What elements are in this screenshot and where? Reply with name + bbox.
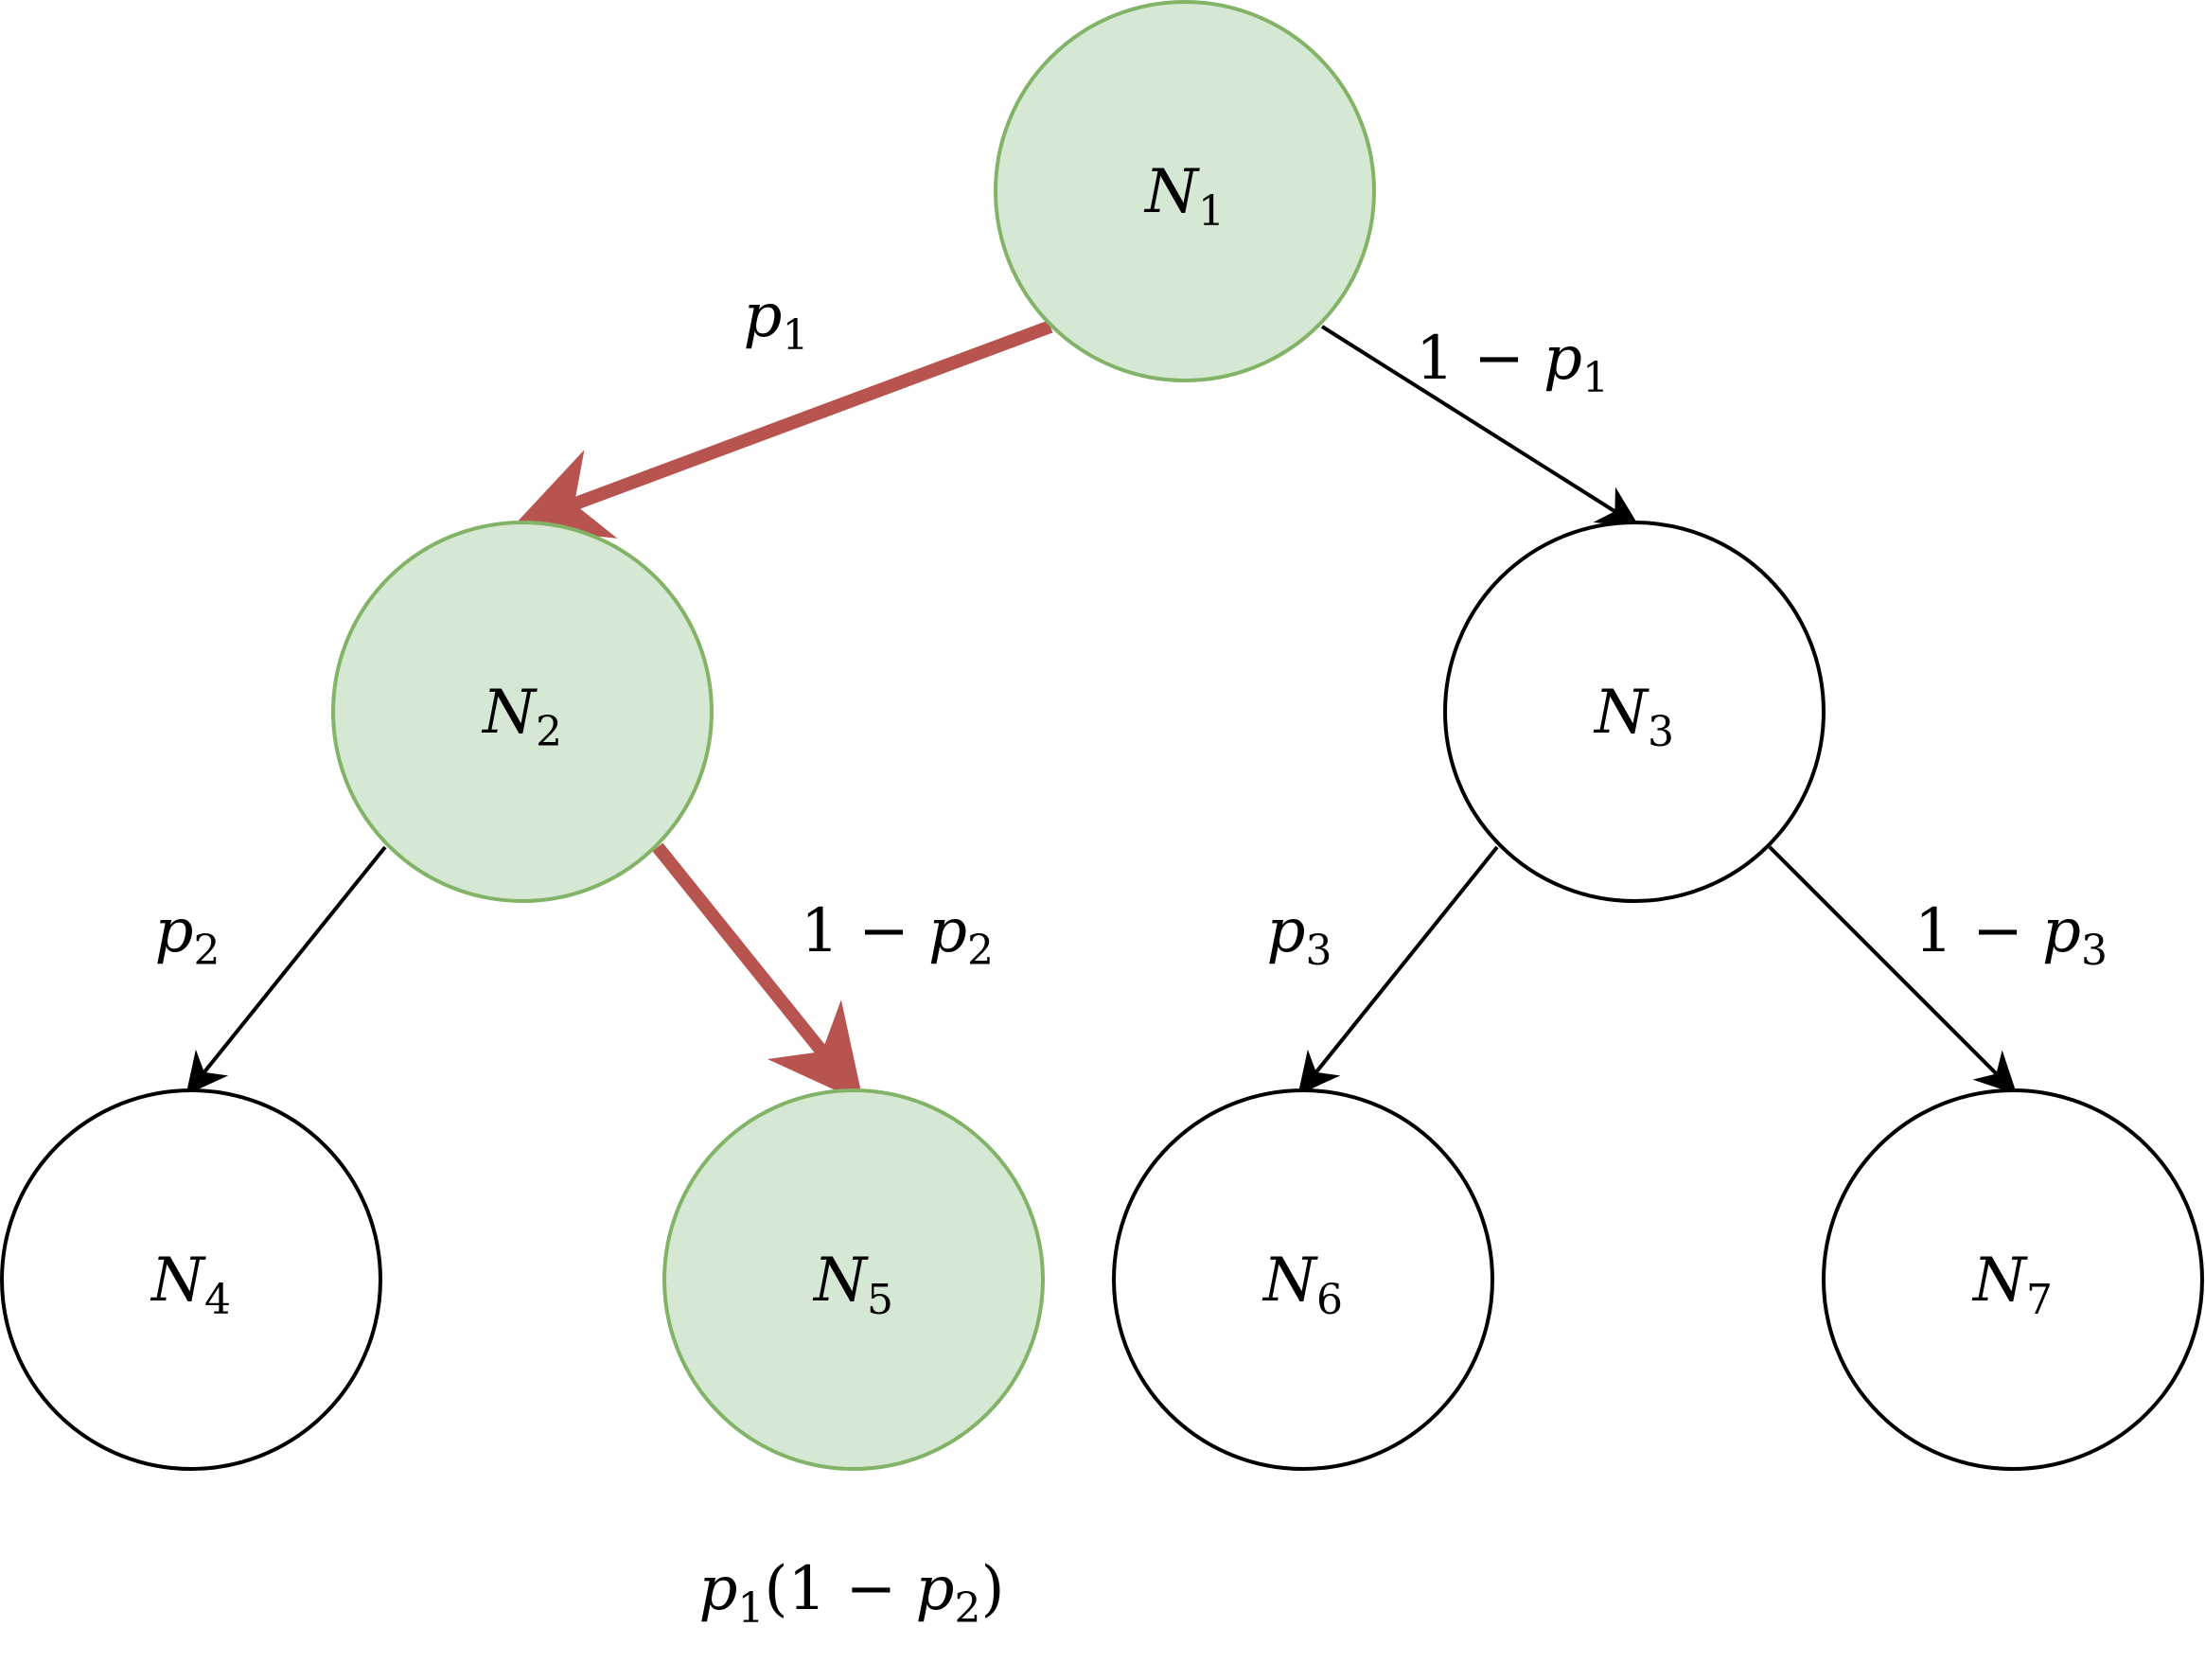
node-label-sub: 5 [867, 1276, 893, 1324]
node-label-var: N [812, 1246, 869, 1316]
path-prob-close: ) [980, 1554, 1004, 1624]
node-label-sub: 4 [204, 1276, 231, 1324]
edge-label-n3-n6: p3 [1267, 896, 1332, 975]
edge-label-prefix: 1 − [1416, 324, 1544, 394]
node-label-sub: 2 [536, 708, 562, 756]
edge-label-sub: 3 [2081, 927, 2108, 975]
node-circle-n5 [662, 1088, 1045, 1471]
node-circle-n7 [1822, 1088, 2204, 1471]
edge-label-var: p [928, 896, 967, 966]
edge-n3-n7 [1768, 845, 2018, 1095]
edge-n1-n3 [1320, 325, 1640, 527]
edge-label-n2-n5: 1 − p2 [801, 896, 994, 975]
node-n1: N1 [994, 0, 1376, 382]
node-label-sub: 6 [1316, 1276, 1343, 1324]
node-circle-n4 [0, 1088, 382, 1471]
node-n6: N6 [1112, 1088, 1494, 1471]
node-label-var: N [1143, 157, 1200, 227]
edge-label-sub: 1 [1582, 354, 1609, 402]
node-n4: N4 [0, 1088, 382, 1471]
path-prob-p2-var: p [916, 1554, 955, 1624]
edge-label-var: p [2042, 896, 2081, 966]
edge-label-sub: 2 [967, 927, 994, 975]
node-circle-n6 [1112, 1088, 1494, 1471]
edge-label-sub: 2 [193, 927, 220, 975]
path-prob-open: (1 − [765, 1554, 916, 1624]
node-label-sub: 3 [1648, 708, 1674, 756]
node-circle-n2 [331, 521, 714, 903]
node-label-var: N [1593, 678, 1649, 748]
node-label-n7: N7 [1971, 1246, 2053, 1324]
edge-label-prefix: 1 − [1914, 896, 2042, 966]
edge-label-sub: 3 [1305, 927, 1332, 975]
edge-label-n3-n7: 1 − p3 [1914, 896, 2108, 975]
edge-label-var: p [1544, 324, 1582, 394]
edge-n2-n4 [185, 845, 387, 1095]
node-n2: N2 [331, 521, 714, 903]
edge-n2-n5-highlighted [652, 842, 864, 1104]
node-label-n4: N4 [150, 1246, 231, 1324]
path-prob-p2-sub: 2 [954, 1584, 980, 1633]
node-label-sub: 1 [1198, 187, 1225, 236]
node-n3: N3 [1443, 521, 1826, 903]
path-prob-p1-sub: 1 [738, 1584, 765, 1633]
node-label-sub: 7 [2026, 1276, 2053, 1324]
edge-label-var: p [744, 281, 783, 351]
edge-label-n1-n2: p1 [744, 281, 809, 360]
node-n7: N7 [1822, 1088, 2204, 1471]
node-label-n3: N3 [1593, 678, 1674, 756]
path-probability-label: p1(1 − p2) [699, 1554, 1005, 1633]
node-label-var: N [1971, 1246, 2028, 1316]
path-prob-p1-var: p [699, 1554, 738, 1624]
node-label-n1: N1 [1143, 157, 1225, 236]
node-label-var: N [150, 1246, 206, 1316]
node-label-n2: N2 [481, 678, 562, 756]
edges [185, 320, 2018, 1104]
node-label-n5: N5 [812, 1246, 893, 1324]
node-circle-n1 [994, 0, 1376, 382]
node-label-n6: N6 [1261, 1246, 1343, 1324]
edge-label-sub: 1 [782, 311, 808, 360]
edge-label-n1-n3: 1 − p1 [1416, 324, 1609, 402]
edge-n3-n6 [1297, 845, 1499, 1095]
edge-n1-n2-highlighted [512, 320, 1053, 539]
node-label-var: N [481, 678, 538, 748]
edge-label-var: p [1267, 896, 1306, 966]
node-label-var: N [1261, 1246, 1318, 1316]
node-circle-n3 [1443, 521, 1826, 903]
edge-label-prefix: 1 − [801, 896, 928, 966]
node-n5: N5 [662, 1088, 1045, 1471]
edge-label-n2-n4: p2 [155, 896, 220, 975]
edge-label-var: p [155, 896, 194, 966]
